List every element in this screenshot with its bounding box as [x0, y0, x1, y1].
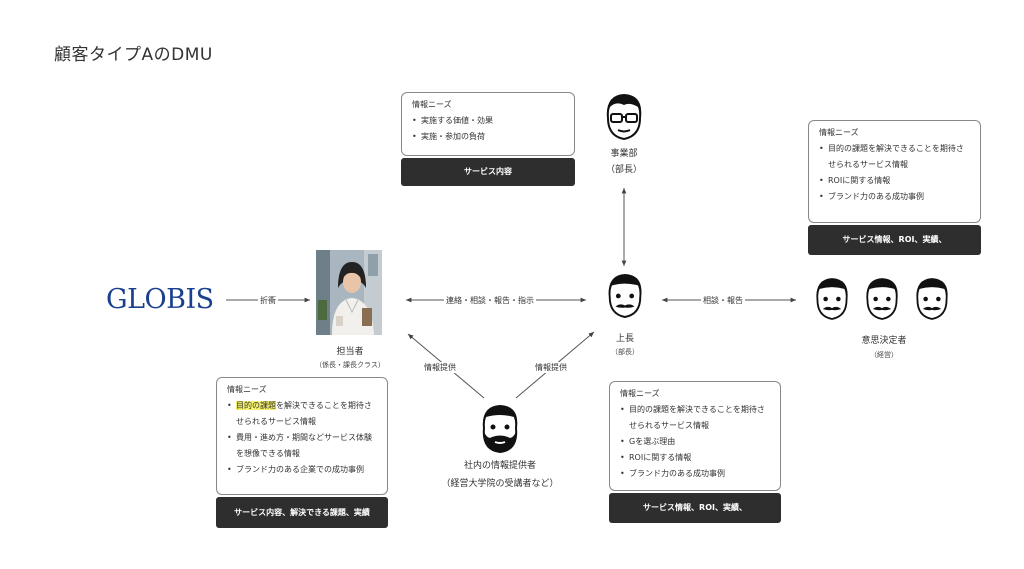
globis-logo: GLOBIS: [106, 284, 214, 315]
edge-label-teikyou-right: 情報提供: [533, 362, 569, 373]
person-beard-icon: [482, 405, 518, 454]
decision-maker-1-icon: [816, 278, 848, 320]
card-service-item: 実施・参加の負荷: [412, 129, 564, 145]
card-joucho-item: Gを選ぶ理由: [620, 434, 770, 450]
card-service-item: 実施する価値・効果: [412, 113, 564, 129]
person-glasses-icon: [606, 94, 642, 141]
card-tantou-item: ブランド力のある企業での成功事例: [227, 462, 377, 478]
highlight-text: 目的の課題: [236, 401, 276, 410]
card-joucho-item: ROIに関する情報: [620, 450, 770, 466]
person-tantou-name: 担当者: [336, 347, 364, 357]
page-title: 顧客タイプAのDMU: [54, 45, 213, 65]
card-joucho-needs: 情報ニーズ 目的の課題を解決できることを期待させられるサービス情報 Gを選ぶ理由…: [609, 381, 781, 491]
card-joucho-item: 目的の課題を解決できることを期待させられるサービス情報: [620, 402, 770, 434]
edge-label-teikyou-left: 情報提供: [422, 362, 458, 373]
card-decision-item: ROIに関する情報: [819, 173, 970, 189]
edge-label-soudan: 相談・報告: [701, 295, 745, 306]
card-joucho-bar: サービス情報、ROI、実績、: [609, 493, 781, 523]
person-tantou-sub: （係長・課長クラス）: [315, 361, 385, 369]
card-service-head: 情報ニーズ: [412, 100, 452, 109]
person-ishi-sub: （経営）: [870, 351, 898, 359]
person-jigyoubu-name: 事業部: [610, 149, 638, 159]
card-service-needs: 情報ニーズ 実施する価値・効果 実施・参加の負荷: [401, 92, 575, 156]
card-joucho-head: 情報ニーズ: [620, 389, 660, 398]
person-tantou-photo: [316, 250, 382, 335]
person-shanai-sub: （経営大学院の受講者など）: [441, 479, 559, 489]
card-tantou-bar: サービス内容、解決できる課題、実績: [216, 497, 388, 528]
card-decision-bar: サービス情報、ROI、実績、: [808, 225, 981, 255]
person-joucho-sub: （部長）: [611, 348, 639, 356]
person-ishi-name: 意思決定者: [861, 336, 907, 346]
card-tantou-needs: 情報ニーズ 目的の課題を解決できることを期待させられるサービス情報 費用・進め方…: [216, 377, 388, 495]
card-decision-head: 情報ニーズ: [819, 128, 859, 137]
card-decision-item: 目的の課題を解決できることを期待させられるサービス情報: [819, 141, 970, 173]
card-service-bar: サービス内容: [401, 158, 575, 186]
card-decision-item: ブランド力のある成功事例: [819, 189, 970, 205]
edge-label-renraku: 連絡・相談・報告・指示: [444, 295, 536, 306]
person-jigyoubu-sub: （部長）: [605, 165, 642, 175]
card-tantou-item: 目的の課題を解決できることを期待させられるサービス情報: [227, 398, 377, 430]
decision-maker-3-icon: [916, 278, 948, 320]
person-mustache-icon: [608, 274, 642, 318]
card-joucho-item: ブランド力のある成功事例: [620, 466, 770, 482]
person-shanai-name: 社内の情報提供者: [463, 461, 536, 471]
card-tantou-head: 情報ニーズ: [227, 385, 267, 394]
card-decision-needs: 情報ニーズ 目的の課題を解決できることを期待させられるサービス情報 ROIに関す…: [808, 120, 981, 223]
person-joucho-name: 上長: [615, 334, 634, 344]
card-tantou-item: 費用・進め方・期間などサービス体験を想像できる情報: [227, 430, 377, 462]
decision-maker-2-icon: [866, 278, 898, 320]
edge-label-sesshou: 折衝: [258, 295, 278, 306]
